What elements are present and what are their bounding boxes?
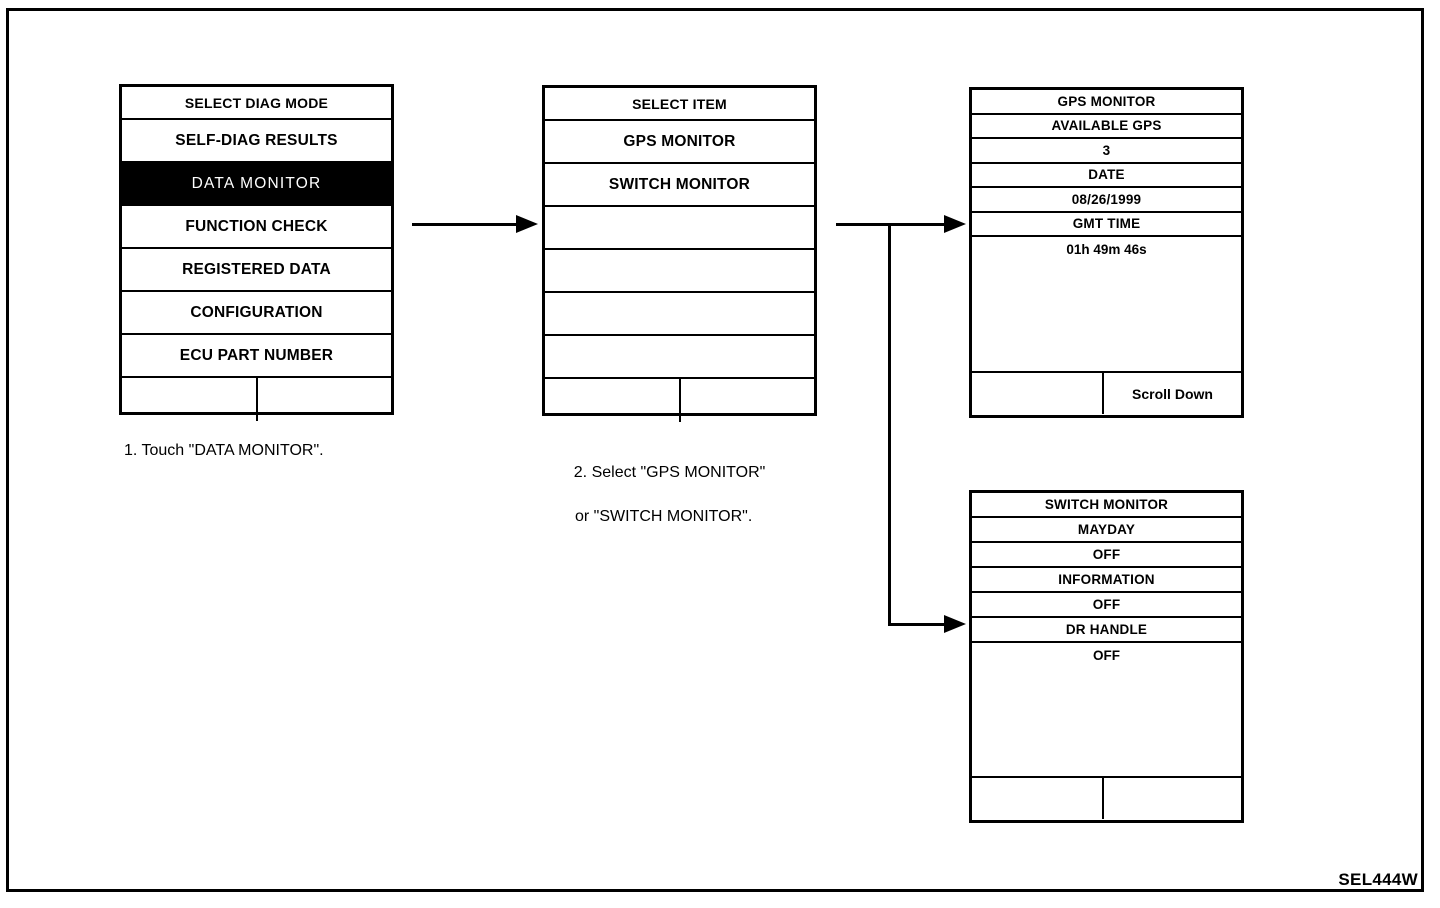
footer-button-left[interactable] (545, 379, 681, 422)
menu-item-gps-monitor[interactable]: GPS MONITOR (545, 121, 814, 164)
menu-item-empty-2[interactable] (545, 250, 814, 293)
footer-button-right[interactable] (258, 378, 392, 421)
gps-row-date-label: DATE (972, 164, 1241, 188)
arrow-select-item-to-gps-head (944, 215, 966, 233)
panel-footer-switch-monitor (972, 778, 1241, 819)
menu-item-function-check[interactable]: FUNCTION CHECK (122, 206, 391, 249)
switch-row-information-value: OFF (972, 593, 1241, 618)
arrow-diag-mode-to-select-item-line (412, 223, 520, 226)
footer-button-right[interactable] (1104, 778, 1241, 819)
footer-button-left[interactable] (122, 378, 258, 421)
panel-footer-select-item (545, 379, 814, 422)
panel-footer-select-diag-mode (122, 378, 391, 421)
panel-title-gps-monitor: GPS MONITOR (972, 90, 1241, 115)
menu-item-ecu-part-number[interactable]: ECU PART NUMBER (122, 335, 391, 378)
footer-button-left[interactable] (972, 373, 1104, 414)
caption-step-2-line-2: or "SWITCH MONITOR". (575, 508, 753, 525)
gps-row-gmt-time-value: 01h 49m 46s (972, 237, 1241, 373)
footer-button-left[interactable] (972, 778, 1104, 819)
panel-title-switch-monitor: SWITCH MONITOR (972, 493, 1241, 518)
panel-title-select-item: SELECT ITEM (545, 88, 814, 121)
menu-item-data-monitor[interactable]: DATA MONITOR (122, 163, 391, 206)
arrow-branch-vertical (888, 223, 891, 626)
gps-row-available-gps-label: AVAILABLE GPS (972, 115, 1241, 139)
arrow-branch-to-switch-line (888, 623, 948, 626)
menu-item-empty-1[interactable] (545, 207, 814, 250)
panel-footer-gps-monitor: Scroll Down (972, 373, 1241, 414)
switch-row-mayday-value: OFF (972, 543, 1241, 568)
figure-id-label: SEL444W (1338, 870, 1418, 889)
menu-item-empty-3[interactable] (545, 293, 814, 336)
menu-item-registered-data[interactable]: REGISTERED DATA (122, 249, 391, 292)
panel-gps-monitor: GPS MONITOR AVAILABLE GPS 3 DATE 08/26/1… (969, 87, 1244, 418)
switch-row-dr-handle-label: DR HANDLE (972, 618, 1241, 643)
switch-row-information-label: INFORMATION (972, 568, 1241, 593)
gps-row-date-value: 08/26/1999 (972, 188, 1241, 213)
page-border (6, 8, 1424, 892)
panel-select-item: SELECT ITEM GPS MONITOR SWITCH MONITOR (542, 85, 817, 422)
gps-row-available-gps-value: 3 (972, 139, 1241, 164)
menu-item-empty-4[interactable] (545, 336, 814, 379)
footer-button-right[interactable] (681, 379, 815, 422)
panel-select-diag-mode: SELECT DIAG MODE SELF-DIAG RESULTS DATA … (119, 84, 394, 421)
arrow-diag-mode-to-select-item-head (516, 215, 538, 233)
caption-step-1: 1. Touch "DATA MONITOR". (124, 442, 324, 459)
panel-title-select-diag-mode: SELECT DIAG MODE (122, 87, 391, 120)
switch-row-mayday-label: MAYDAY (972, 518, 1241, 543)
menu-item-switch-monitor[interactable]: SWITCH MONITOR (545, 164, 814, 207)
scroll-down-button[interactable]: Scroll Down (1132, 385, 1213, 402)
arrow-select-item-to-switch-head (944, 615, 966, 633)
panel-switch-monitor: SWITCH MONITOR MAYDAY OFF INFORMATION OF… (969, 490, 1244, 823)
caption-step-2-line-1: 2. Select "GPS MONITOR" (573, 464, 766, 481)
gps-row-gmt-time-label: GMT TIME (972, 213, 1241, 237)
caption-step-2: 2. Select "GPS MONITOR" or "SWITCH MONIT… (556, 440, 766, 572)
menu-item-self-diag-results[interactable]: SELF-DIAG RESULTS (122, 120, 391, 163)
switch-row-dr-handle-value: OFF (972, 643, 1241, 778)
menu-item-configuration[interactable]: CONFIGURATION (122, 292, 391, 335)
arrow-select-item-trunk (836, 223, 948, 226)
